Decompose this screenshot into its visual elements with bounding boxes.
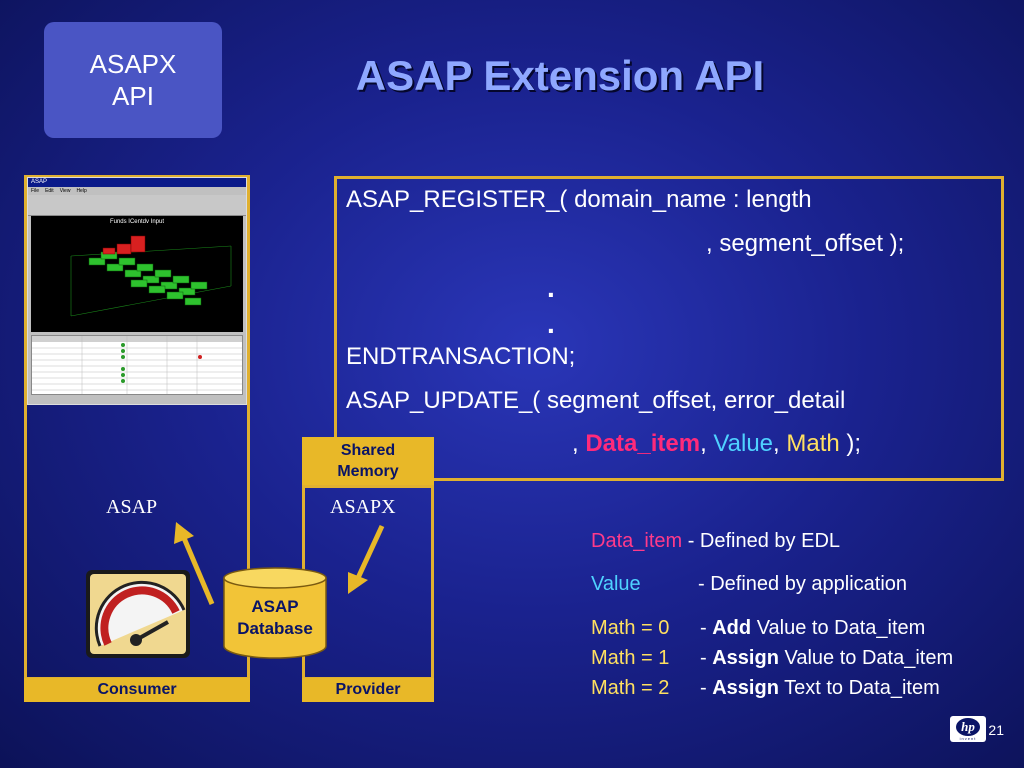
note-value-def: - Defined by application	[698, 573, 908, 595]
note-math1-rest: Value to Data_item	[784, 647, 954, 669]
code-close: );	[846, 430, 862, 457]
menu-edit: Edit	[45, 188, 54, 194]
arrow-up-to-asap	[174, 522, 215, 605]
arrow-down-from-asapx	[348, 524, 385, 594]
note-value-term: Value	[591, 573, 641, 595]
note-math1-term: Math = 1	[591, 647, 670, 669]
note-data-item: Data_item - Defined by EDL	[591, 530, 840, 553]
database-label-line1: ASAP	[251, 597, 299, 616]
menu-view: View	[59, 188, 71, 194]
badge-line1: ASAPX	[89, 49, 177, 79]
code-comma: ,	[572, 430, 579, 457]
note-value: Value	[591, 573, 641, 596]
code-sep: ,	[700, 430, 707, 457]
code-line-update-args: , Data_item, Value, Math );	[572, 430, 861, 458]
database-label: ASAP Database	[222, 596, 328, 640]
code-data-item: Data_item	[585, 430, 701, 457]
asap-label: ASAP	[106, 496, 158, 518]
data-grid	[31, 335, 243, 395]
hp-logo-invent: invent	[959, 736, 977, 741]
note-math1-desc: - Assign Value to Data_item	[700, 647, 953, 670]
asapx-label: ASAPX	[330, 496, 396, 518]
note-math0: Math = 0	[591, 617, 669, 640]
code-line-update: ASAP_UPDATE_( segment_offset, error_deta…	[346, 387, 846, 414]
code-sep: ,	[773, 430, 780, 457]
note-math0-desc: - Add Value to Data_item	[700, 617, 925, 640]
note-math0-bold: Add	[712, 617, 752, 639]
asapx-api-badge: ASAPX API	[44, 22, 222, 138]
note-math0-term: Math = 0	[591, 617, 670, 639]
code-box	[334, 176, 1004, 481]
data-grid-rows	[32, 336, 242, 394]
window-titlebar: ASAP	[28, 178, 246, 187]
shared-memory-box: Shared Memory	[302, 437, 434, 485]
note-data-item-term: Data_item	[591, 530, 683, 552]
note-math1-bold: Assign	[712, 647, 779, 669]
consumer-label: Consumer	[24, 678, 250, 702]
code-line-register: ASAP_REGISTER_( domain_name : length	[346, 186, 812, 213]
note-dash: -	[700, 677, 707, 699]
page-number: 21	[988, 722, 1004, 738]
code-ellipsis-dot-1: .	[547, 272, 555, 303]
code-line-segment-offset: , segment_offset );	[706, 230, 905, 257]
note-math2: Math = 2	[591, 677, 669, 700]
badge-line2: API	[112, 81, 154, 111]
slide-title: ASAP Extension API	[355, 52, 765, 99]
asap-app-screenshot: ASAP File Edit View Help Funds ICentdv I…	[27, 177, 247, 405]
code-ellipsis-dot-2: .	[547, 308, 555, 339]
note-math2-rest: Text to Data_item	[784, 677, 940, 699]
note-math2-term: Math = 2	[591, 677, 670, 699]
note-dash: -	[700, 617, 707, 639]
window-menubar: File Edit View Help	[28, 187, 246, 195]
provider-label: Provider	[302, 678, 434, 702]
database-label-line2: Database	[237, 619, 313, 638]
hp-logo-mark: hp	[956, 718, 980, 736]
funds-3d-chart: Funds ICentdv Input	[31, 216, 243, 332]
asap-database-cylinder	[223, 567, 327, 659]
chart-title: Funds ICentdv Input	[109, 219, 165, 225]
note-dash: -	[700, 647, 707, 669]
chart-graphic	[70, 235, 232, 317]
note-math2-desc: - Assign Text to Data_item	[700, 677, 940, 700]
code-math: Math	[786, 430, 840, 457]
gauge-icon	[86, 570, 190, 658]
menu-file: File	[31, 188, 40, 194]
note-math0-rest: Value to Data_item	[756, 617, 926, 639]
code-value: Value	[713, 430, 774, 457]
code-line-endtransaction: ENDTRANSACTION;	[346, 343, 576, 370]
note-math2-bold: Assign	[712, 677, 779, 699]
hp-logo: hp invent	[950, 716, 986, 742]
menu-help: Help	[76, 188, 87, 194]
note-data-item-def: - Defined by EDL	[687, 530, 841, 552]
note-math1: Math = 1	[591, 647, 669, 670]
window-toolbar	[28, 195, 246, 216]
